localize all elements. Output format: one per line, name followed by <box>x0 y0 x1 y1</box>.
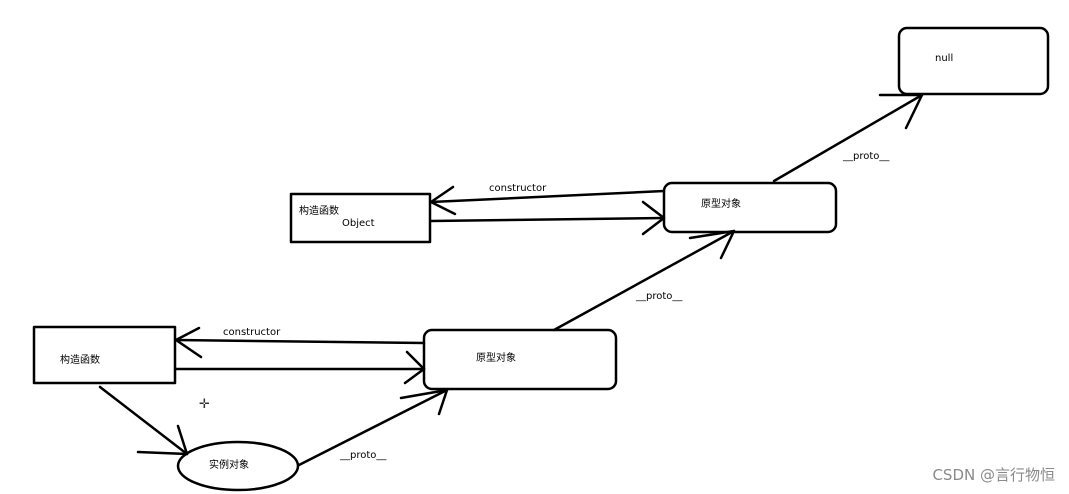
proto-object-top-box <box>662 181 838 234</box>
constructor-object-label: 构造函数 <box>299 206 339 217</box>
constructor-arrow-bottom <box>174 326 426 359</box>
new-instance-arrow <box>98 385 189 456</box>
constructor-object-box <box>289 192 432 244</box>
constructor-edge-label-top: constructor <box>489 183 547 194</box>
instance-label: 实例对象 <box>209 460 249 471</box>
proto-arrow-middle <box>552 229 736 332</box>
proto-object-bottom-label: 原型对象 <box>476 353 516 364</box>
proto-edge-label-null: __proto__ <box>843 151 890 162</box>
proto-edge-label-middle: __proto__ <box>636 291 683 302</box>
proto-edge-label-instance: __proto__ <box>340 450 387 461</box>
crosshair-cursor-icon: ✛ <box>199 397 210 412</box>
prototype-arrow-bottom <box>174 350 426 385</box>
null-box <box>897 26 1050 96</box>
prototype-arrow-top <box>429 200 666 236</box>
constructor-edge-label-bottom: constructor <box>223 327 281 338</box>
null-label: null <box>935 53 954 64</box>
object-name-label: Object <box>342 218 375 229</box>
constructor-box <box>32 325 177 385</box>
watermark: CSDN @言行物恒 <box>932 466 1055 484</box>
constructor-label: 构造函数 <box>60 355 100 366</box>
proto-arrow-null <box>772 93 924 183</box>
proto-object-top-label: 原型对象 <box>701 199 741 210</box>
constructor-arrow-top <box>429 185 666 216</box>
proto-object-bottom-box <box>422 328 618 391</box>
instance-ellipse <box>176 440 300 492</box>
proto-arrow-instance <box>297 388 449 467</box>
